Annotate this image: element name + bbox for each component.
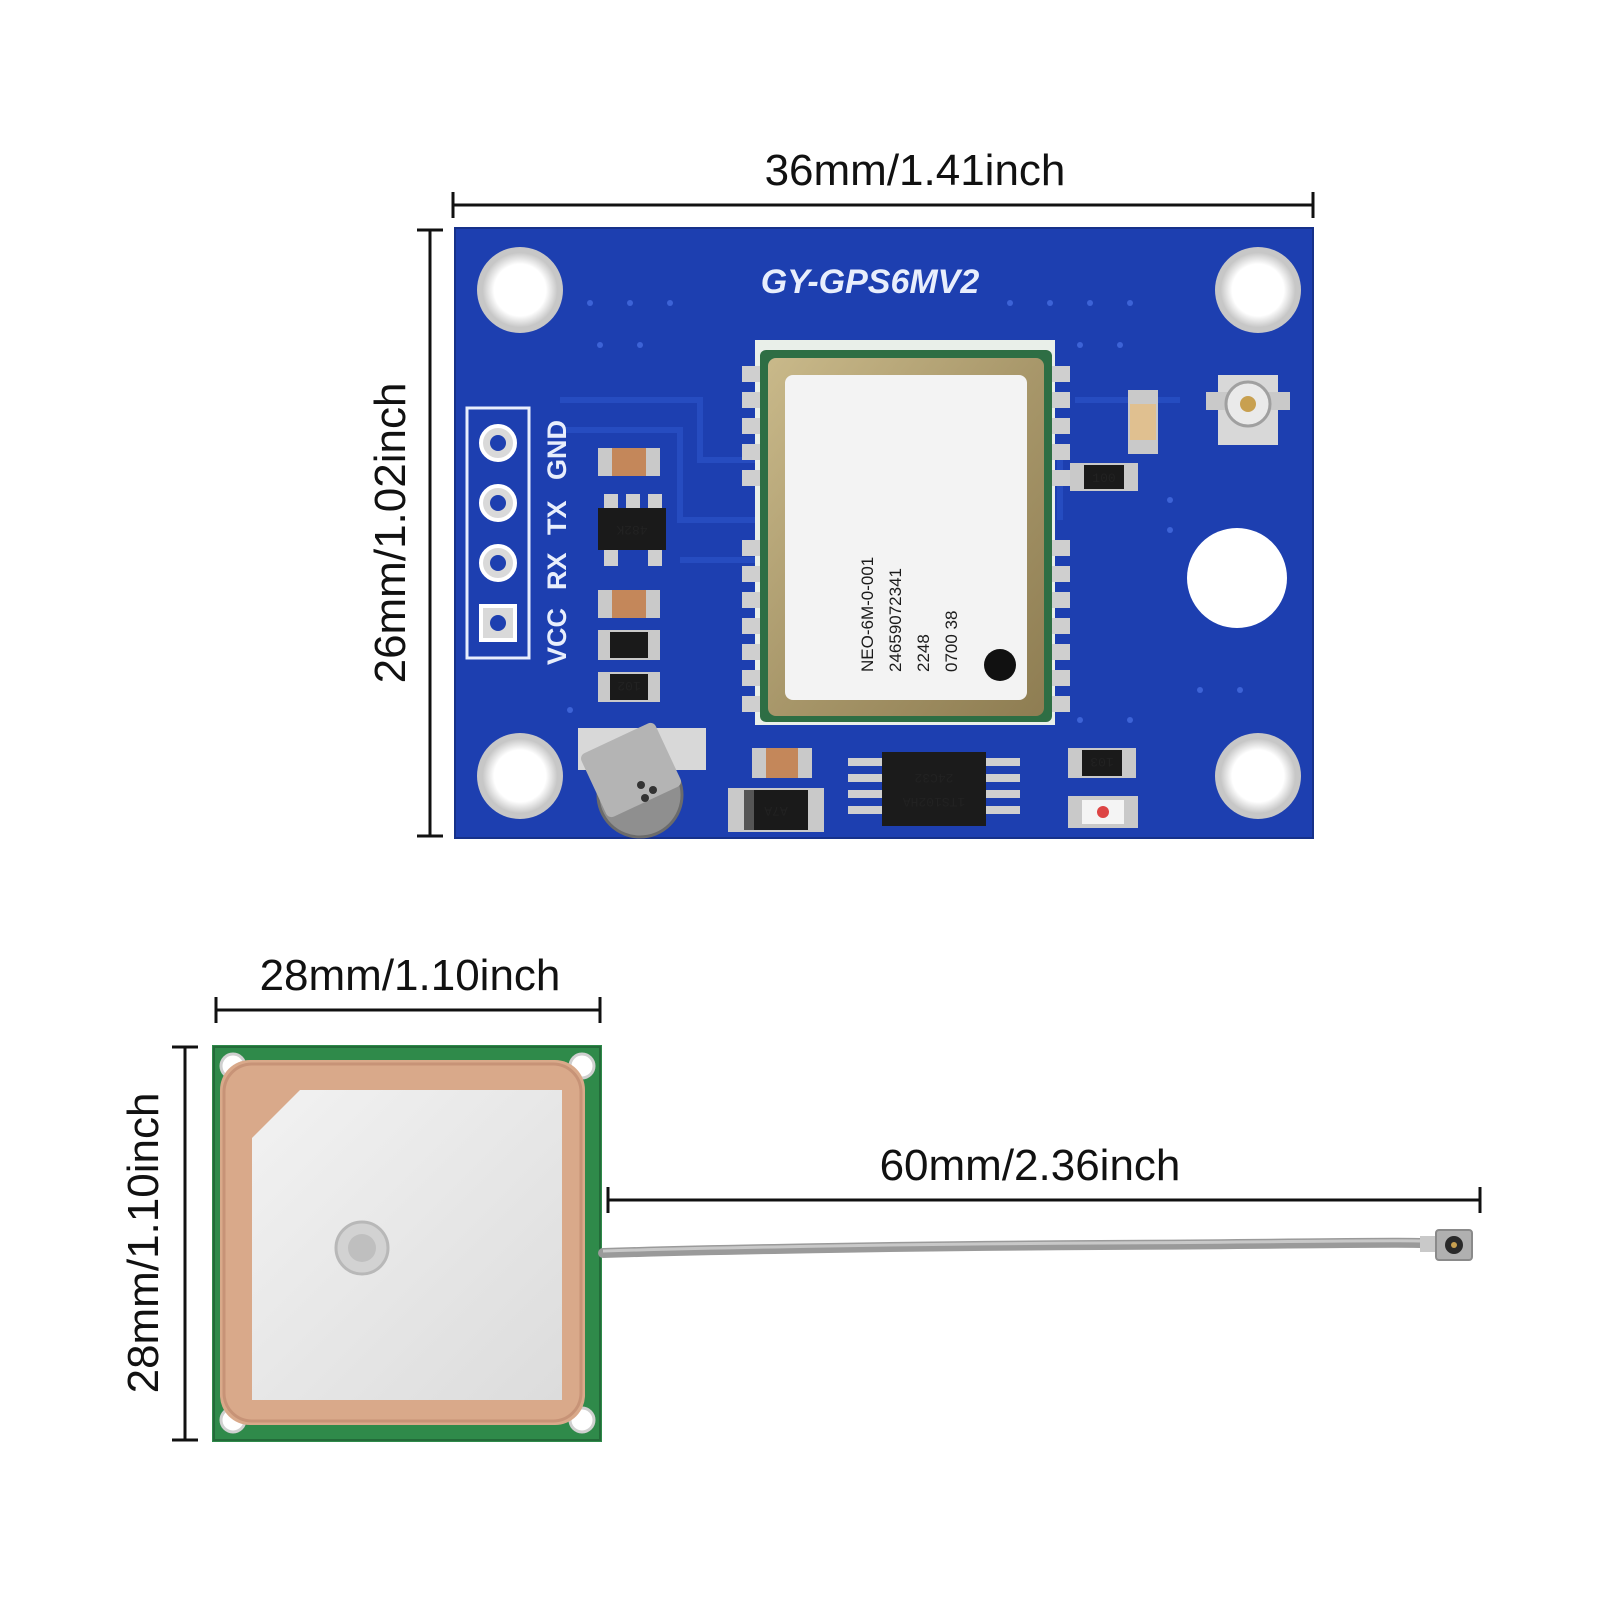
board-label: GY-GPS6MV2: [761, 263, 980, 301]
resistor-102: 102: [598, 672, 660, 702]
antenna-cable: [598, 1237, 1425, 1258]
cable-length-label: 60mm/2.36inch: [880, 1141, 1181, 1190]
antenna-height-label: 28mm/1.10inch: [119, 1093, 168, 1394]
eeprom-line-1: 1TS102HA: [903, 794, 966, 809]
ic-482k-label: 482K: [616, 522, 647, 537]
gps-module-board: GY-GPS6MV2 VCC RX TX GND: [454, 227, 1314, 839]
ufl-connector: [1420, 1229, 1473, 1261]
module-width-label: 36mm/1.41inch: [765, 146, 1066, 195]
gps-chip-line-3: 2248: [914, 634, 933, 672]
diode-a7a-label: A7A: [764, 803, 788, 818]
via-dots: [567, 300, 1243, 723]
eeprom-line-2: 24C32: [914, 770, 953, 785]
pin-label-rx: RX: [542, 552, 572, 590]
sot-ic: 482K: [598, 494, 666, 566]
capacitor: [598, 590, 660, 618]
capacitor: [598, 448, 660, 476]
pin-labels: VCC RX TX GND: [542, 420, 572, 665]
resistor-103-label: 103: [1090, 754, 1113, 769]
pin-header: [465, 406, 531, 660]
resistor-103: 103: [1068, 748, 1136, 778]
antenna-width-dimension: 28mm/1.10inch: [214, 951, 602, 1023]
antenna-width-label: 28mm/1.10inch: [260, 951, 561, 1000]
cable-length-dimension: 60mm/2.36inch: [606, 1141, 1482, 1213]
resistor-100-label: 100: [1092, 471, 1115, 486]
mounting-holes: [477, 247, 1301, 819]
gps-chip-text: NEO-6M-0-001 24659072341 2248 0700 38: [858, 557, 961, 672]
module-height-dimension: 26mm/1.02inch: [366, 228, 443, 838]
resistor-100: 100: [1070, 463, 1138, 491]
gps-chip-line-1: NEO-6M-0-001: [858, 557, 877, 672]
antenna-height-dimension: 28mm/1.10inch: [119, 1045, 198, 1442]
gps-chip-line-4: 0700 38: [942, 611, 961, 672]
diode-a7a: A7A: [728, 788, 824, 832]
antenna-connector: [1206, 375, 1290, 445]
pin1-marker: [984, 649, 1016, 681]
gps-chip-line-2: 24659072341: [886, 568, 905, 672]
pin-label-tx: TX: [542, 500, 572, 535]
module-height-label: 26mm/1.02inch: [366, 383, 415, 684]
module-width-dimension: 36mm/1.41inch: [451, 146, 1315, 218]
patch-antenna: [212, 1045, 602, 1442]
resistor: [598, 630, 660, 660]
capacitor: [752, 748, 812, 778]
status-led: [1068, 796, 1138, 828]
eeprom-chip: 1TS102HA 24C32: [848, 752, 1020, 826]
resistor: [1128, 390, 1158, 454]
backup-battery: [578, 722, 706, 839]
pin-label-vcc: VCC: [542, 608, 572, 665]
gps-chip: NEO-6M-0-001 24659072341 2248 0700 38: [742, 340, 1070, 725]
resistor-102-label: 102: [617, 678, 640, 693]
pin-label-gnd: GND: [542, 420, 572, 480]
